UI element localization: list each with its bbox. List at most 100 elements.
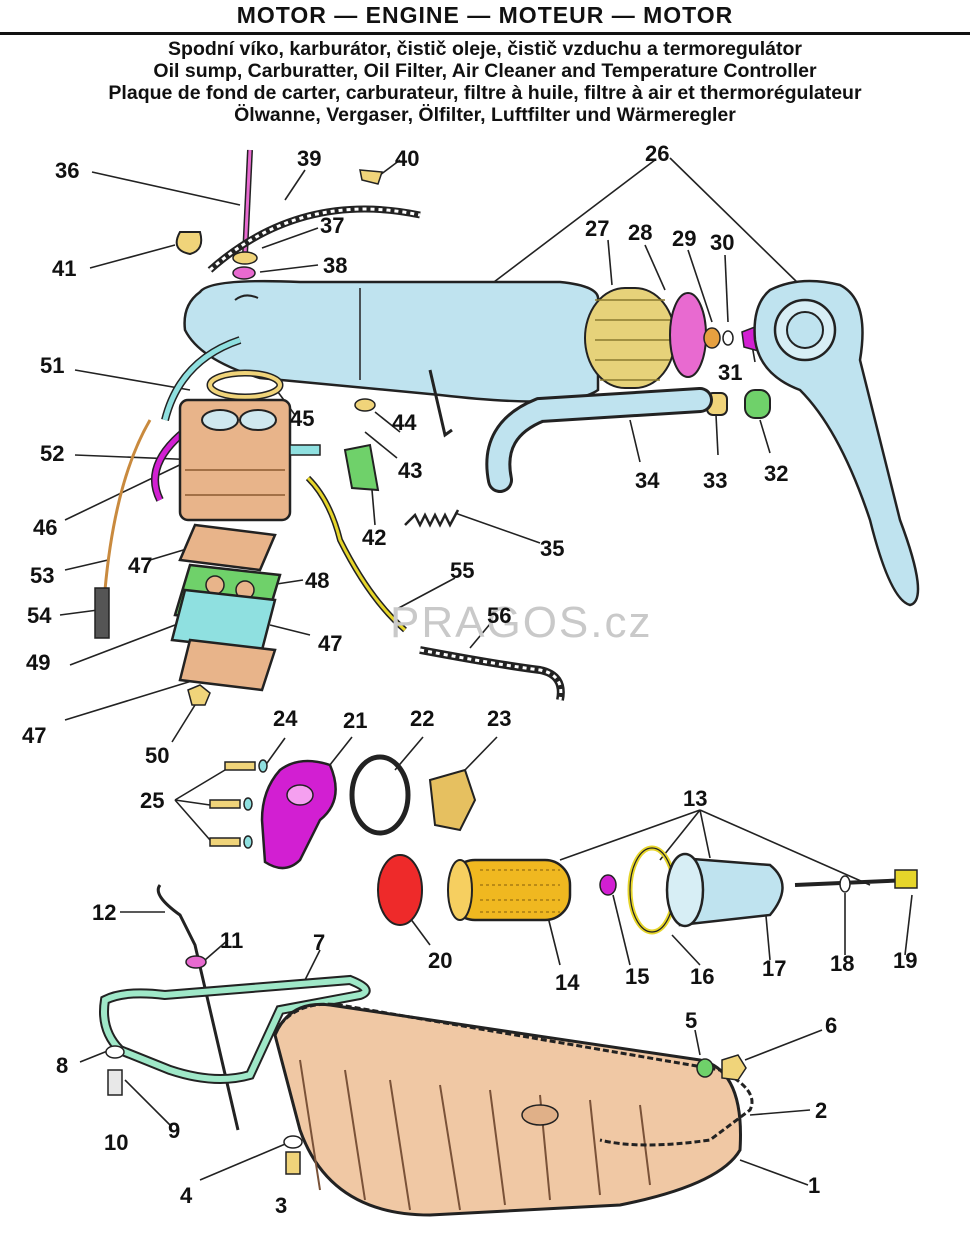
part-label-26: 26 [645,141,670,166]
part-label-41: 41 [52,256,77,281]
part-label-3: 3 [275,1193,288,1218]
thermostat-housing [260,759,337,870]
part-label-42: 42 [362,525,387,550]
part-label-36: 36 [55,158,80,183]
gasket-22 [349,754,411,836]
part-label-48: 48 [305,568,330,593]
part-label-12: 12 [92,900,117,925]
page-title: MOTOR — ENGINE — MOTEUR — MOTOR [236,2,734,28]
oil-filter-element [447,858,572,922]
clip-40 [359,169,384,185]
part-label-19: 19 [893,948,918,973]
bracket-42 [343,443,380,492]
part-label-53: 53 [30,563,55,588]
gasket-stack [170,523,282,692]
seal-11 [185,955,207,969]
spring-35 [404,509,460,528]
part-label-9: 9 [168,1118,181,1143]
part-label-49: 49 [26,650,51,675]
part-label-32: 32 [764,461,789,486]
washer-37 [232,251,258,265]
washer-18 [839,875,851,893]
bolts-25 [209,759,268,849]
watermark: PRAGOS.cz [390,598,653,647]
part-label-44: 44 [392,410,417,435]
air-cleaner-housing [183,279,600,438]
bolt-3 [285,1151,301,1175]
dipstick-12 [156,884,240,1131]
subtitle-french: Plaque de fond de carter, carburateur, f… [108,82,862,104]
part-label-38: 38 [323,253,348,278]
part-label-35: 35 [540,536,565,561]
part-label-33: 33 [703,468,728,493]
part-label-55: 55 [450,558,475,583]
part-label-7: 7 [313,930,326,955]
part-label-47a: 47 [128,553,153,578]
part-label-43: 43 [398,458,423,483]
part-label-2: 2 [815,1098,828,1123]
part-label-34: 34 [635,468,660,493]
part-label-10: 10 [104,1130,129,1155]
subtitle-czech: Spodní víko, karburátor, čistič oleje, č… [168,38,802,60]
part-label-4: 4 [180,1183,193,1208]
part-label-50: 50 [145,743,170,768]
part-label-11: 11 [220,928,244,953]
part-label-40: 40 [395,146,420,171]
oil-sump [273,1002,742,1217]
hose-56 [419,646,565,701]
washer-4 [283,1135,303,1149]
part-label-23: 23 [487,706,512,731]
oil-filter-canister [665,852,784,928]
washer-29 [703,327,721,349]
part-label-52: 52 [40,441,65,466]
cap-32 [744,389,771,419]
part-label-1: 1 [808,1173,821,1198]
air-filter-element [584,287,676,389]
seal-ring [669,292,707,378]
part-label-54: 54 [27,603,52,628]
title-rule [0,32,970,35]
part-label-31: 31 [718,360,743,385]
part-label-21: 21 [343,708,368,733]
gasket-2 [278,1002,754,1147]
part-label-47b: 47 [318,631,343,656]
part-label-37: 37 [320,213,345,238]
nut-44 [354,398,376,412]
part-label-15: 15 [625,964,650,989]
part-label-16: 16 [690,964,715,989]
subtitle-german: Ölwanne, Vergaser, Ölfilter, Luftfilter … [234,104,736,126]
red-cover-20 [377,854,423,926]
drain-plug-6 [721,1054,747,1081]
clamp-41 [175,231,203,256]
part-label-8: 8 [56,1053,69,1078]
washer-8 [105,1045,125,1059]
seal-15 [599,874,617,896]
washer-5 [696,1058,714,1078]
subtitle-english: Oil sump, Carburatter, Oil Filter, Air C… [153,60,817,82]
bolt-10 [107,1069,123,1096]
nut-38 [232,266,256,280]
part-label-28: 28 [628,220,653,245]
part-label-27: 27 [585,216,610,241]
part-label-6: 6 [825,1013,838,1038]
part-label-25: 25 [140,788,165,813]
thermostat-23 [428,768,477,832]
part-label-29: 29 [672,226,697,251]
part-label-39: 39 [297,146,322,171]
part-label-45: 45 [290,406,315,431]
part-label-20: 20 [428,948,453,973]
part-label-13: 13 [683,786,708,811]
part-label-5: 5 [685,1008,698,1033]
hose-54 [94,587,110,639]
part-label-18: 18 [830,951,855,976]
part-label-51: 51 [40,353,65,378]
part-label-22: 22 [410,706,435,731]
nut-50 [187,684,211,706]
part-label-17: 17 [762,956,787,981]
part-label-56: 56 [487,603,512,628]
air-cleaner-cover [753,279,920,607]
fuel-line-53 [103,419,152,591]
bolt-19 [794,878,911,887]
